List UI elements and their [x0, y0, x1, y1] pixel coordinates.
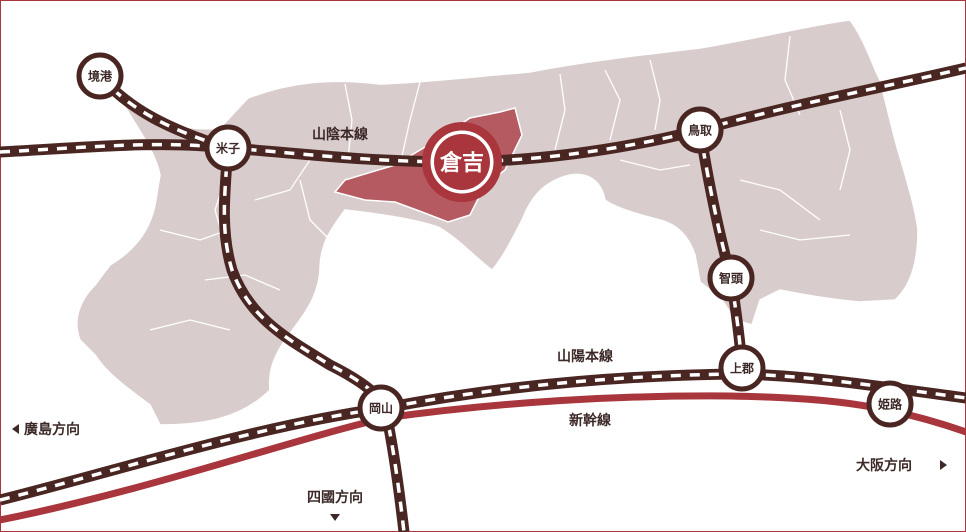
direction-label-osaka: 大阪方向	[856, 457, 912, 474]
station-label-yonago: 米子	[216, 141, 240, 156]
station-chizu[interactable]: 智頭	[707, 254, 755, 302]
triangle-right-icon	[940, 460, 947, 470]
region-landmass	[76, 19, 919, 426]
station-label-himeji: 姫路	[878, 397, 903, 412]
station-label-chizu: 智頭	[718, 271, 744, 286]
station-tottori[interactable]: 鳥取	[676, 106, 724, 154]
direction-shikoku: 四國方向	[307, 489, 363, 521]
direction-osaka: 大阪方向	[856, 457, 947, 474]
shinkansen-line	[0, 392, 966, 524]
station-sakaiminato[interactable]: 境港	[76, 52, 124, 100]
station-label-kamigori: 上郡	[730, 361, 754, 376]
triangle-down-icon	[330, 514, 340, 521]
station-label-sakaiminato: 境港	[88, 69, 113, 84]
station-okayama[interactable]: 岡山	[357, 384, 405, 432]
station-himeji[interactable]: 姫路	[866, 380, 914, 428]
triangle-left-icon	[12, 424, 19, 434]
line-label-sanyo: 山陽本線	[557, 348, 613, 365]
station-label-kurayoshi: 倉吉	[439, 150, 484, 176]
station-label-tottori: 鳥取	[688, 123, 712, 138]
direction-label-shikoku: 四國方向	[307, 489, 363, 506]
direction-hiroshima: 廣島方向	[12, 421, 80, 438]
station-kurayoshi[interactable]: 倉吉	[422, 122, 502, 202]
direction-label-hiroshima: 廣島方向	[24, 421, 80, 438]
station-kamigori[interactable]: 上郡	[718, 344, 766, 392]
station-yonago[interactable]: 米子	[204, 124, 252, 172]
station-label-okayama: 岡山	[369, 401, 393, 416]
line-label-shinkansen: 新幹線	[569, 412, 611, 429]
line-label-sanin: 山陰本線	[312, 126, 368, 143]
